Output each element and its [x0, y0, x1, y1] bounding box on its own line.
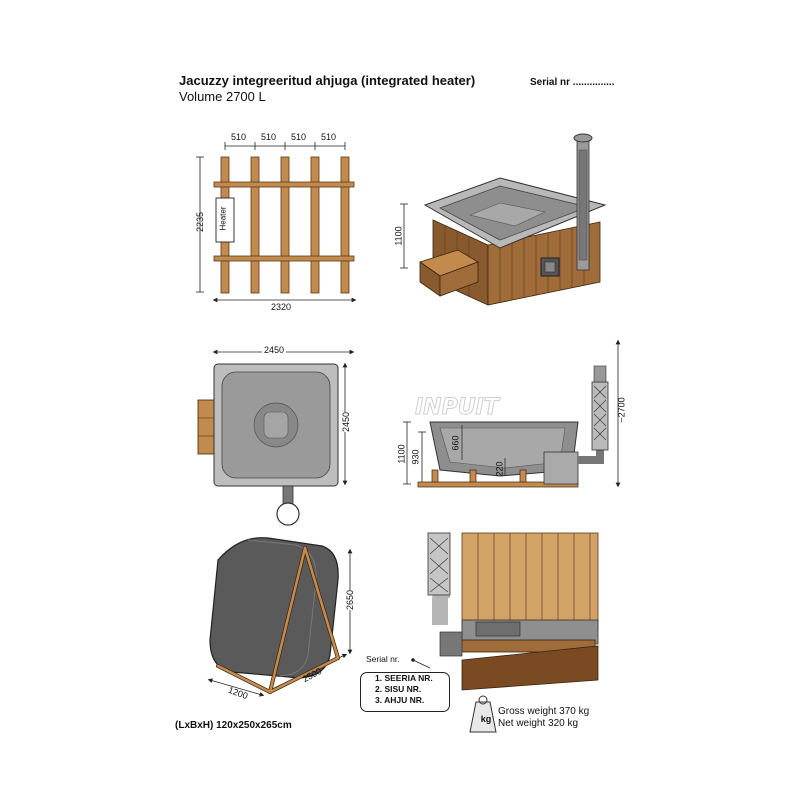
plan-spacing-4: 510 — [321, 132, 337, 142]
detail-view-drawing — [411, 532, 599, 733]
weights-block: Gross weight 370 kg Net weight 320 kg — [498, 706, 589, 730]
iso-height-dim: 1100 — [393, 226, 404, 246]
crate-height-dim: 2650 — [345, 589, 356, 611]
plan-height-dim: 2235 — [195, 211, 206, 233]
crate-dimensions-text: (LxBxH) 120x250x265cm — [175, 720, 292, 731]
top-view-drawing — [197, 349, 355, 526]
heater-label: Heater — [218, 206, 228, 231]
top-width-dim: 2450 — [262, 345, 287, 355]
kg-weight-icon: kg — [480, 714, 492, 724]
volume-text: Volume 2700 L — [179, 89, 266, 104]
crate-view-drawing — [207, 537, 353, 697]
gross-weight: Gross weight 370 kg — [498, 706, 590, 717]
top-depth-dim: 2450 — [341, 411, 352, 433]
heater-box — [215, 197, 235, 243]
side-view-drawing — [403, 339, 621, 488]
side-total-height-dim: ~2700 — [616, 397, 627, 423]
plan-spacing-2: 510 — [261, 132, 277, 142]
plan-spacing-1: 510 — [231, 132, 247, 142]
serial-item-2: 2. SISU NR. — [375, 684, 422, 694]
serial-item-1: 1. SEERIA NR. — [375, 673, 433, 683]
net-weight: Net weight 320 kg — [498, 718, 579, 729]
iso-view-drawing — [400, 133, 607, 306]
brand-watermark: INPUIT — [415, 395, 501, 420]
side-step-dim: 220 — [494, 461, 505, 477]
serial-number-field: Serial nr ............... — [530, 77, 615, 88]
plan-spacing-3: 510 — [291, 132, 307, 142]
serial-item-3: 3. AHJU NR. — [375, 695, 425, 705]
document-title: Jacuzzy integreeritud ahjuga (integrated… — [179, 73, 476, 88]
side-seat-dim: 660 — [450, 435, 461, 451]
plan-view-drawing — [196, 142, 357, 303]
serial-pointer-label: Serial nr. — [366, 654, 400, 664]
plan-width-dim: 2320 — [271, 302, 292, 312]
side-inner-dim: 930 — [410, 449, 421, 465]
side-height-dim: 1100 — [396, 444, 407, 464]
serial-label-box: 1. SEERIA NR. 2. SISU NR. 3. AHJU NR. — [360, 672, 450, 712]
